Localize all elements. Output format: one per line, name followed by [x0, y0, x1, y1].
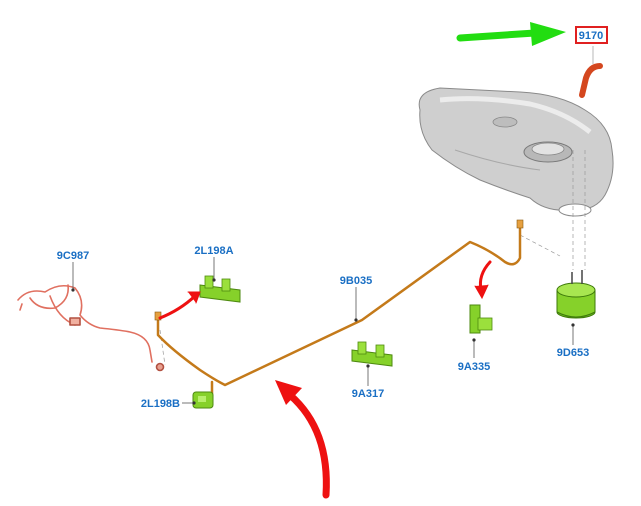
callout-9A335: 9A335 [458, 361, 490, 373]
red-arrow-icon [158, 291, 201, 320]
red-arrow-large-icon [275, 380, 330, 499]
wiring-harness [17, 284, 165, 372]
green-arrow-icon [456, 22, 566, 46]
callout-9D653: 9D653 [557, 347, 589, 359]
callout-2L198A: 2L198A [194, 245, 233, 257]
line-connector [516, 219, 524, 229]
filler-tube [579, 63, 603, 98]
callout-9A317: 9A317 [352, 388, 384, 400]
red-arrow-icon [474, 260, 492, 300]
fuel-pump-module-9D653 [556, 270, 596, 319]
callout-9B035: 9B035 [340, 275, 372, 287]
clip-9A317 [351, 341, 393, 367]
clip-2L198B [192, 391, 214, 409]
leader-dots [71, 278, 575, 405]
callout-9170: 9170 [579, 30, 603, 42]
bracket-9A335 [469, 304, 493, 334]
callout-9C987: 9C987 [57, 250, 89, 262]
highlight-box [575, 26, 608, 44]
leader-lines [72, 257, 574, 404]
fuel-tank [418, 87, 614, 217]
callout-2L198B: 2L198B [141, 398, 180, 410]
assembly-dashed-lines [159, 150, 586, 366]
clip-2L198A [199, 275, 241, 303]
